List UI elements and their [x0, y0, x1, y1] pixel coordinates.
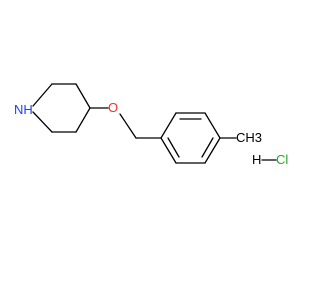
aromatic-inner-bond-3 [167, 137, 180, 158]
bond-ar6-ar1 [160, 137, 177, 164]
bond-ar1-ar2 [160, 112, 177, 139]
ether-linkage [89, 107, 162, 139]
bond-n-c2 [32, 83, 53, 107]
hydrogen-salt-label: H [252, 152, 261, 167]
bond-o-ch2 [119, 113, 137, 139]
aromatic-inner-bond-2 [201, 137, 214, 158]
bond-ar4-ar5 [204, 137, 221, 164]
chemical-structure-canvas: NH O CH3 H Cl [14, 83, 289, 167]
chemical-structure-svg: NH O CH3 H Cl [14, 83, 288, 167]
methyl-label: CH3 [236, 130, 262, 145]
benzene-ring [160, 112, 221, 164]
bond-ar3-ar4 [204, 112, 221, 139]
oxygen-label: O [108, 100, 118, 115]
nitrogen-label: NH [14, 102, 33, 117]
bond-c3-c4 [75, 83, 91, 109]
piperidine-ring [32, 83, 91, 133]
bond-c6-n [32, 111, 53, 133]
chlorine-label: Cl [276, 152, 288, 167]
bond-c4-c5 [75, 107, 91, 133]
